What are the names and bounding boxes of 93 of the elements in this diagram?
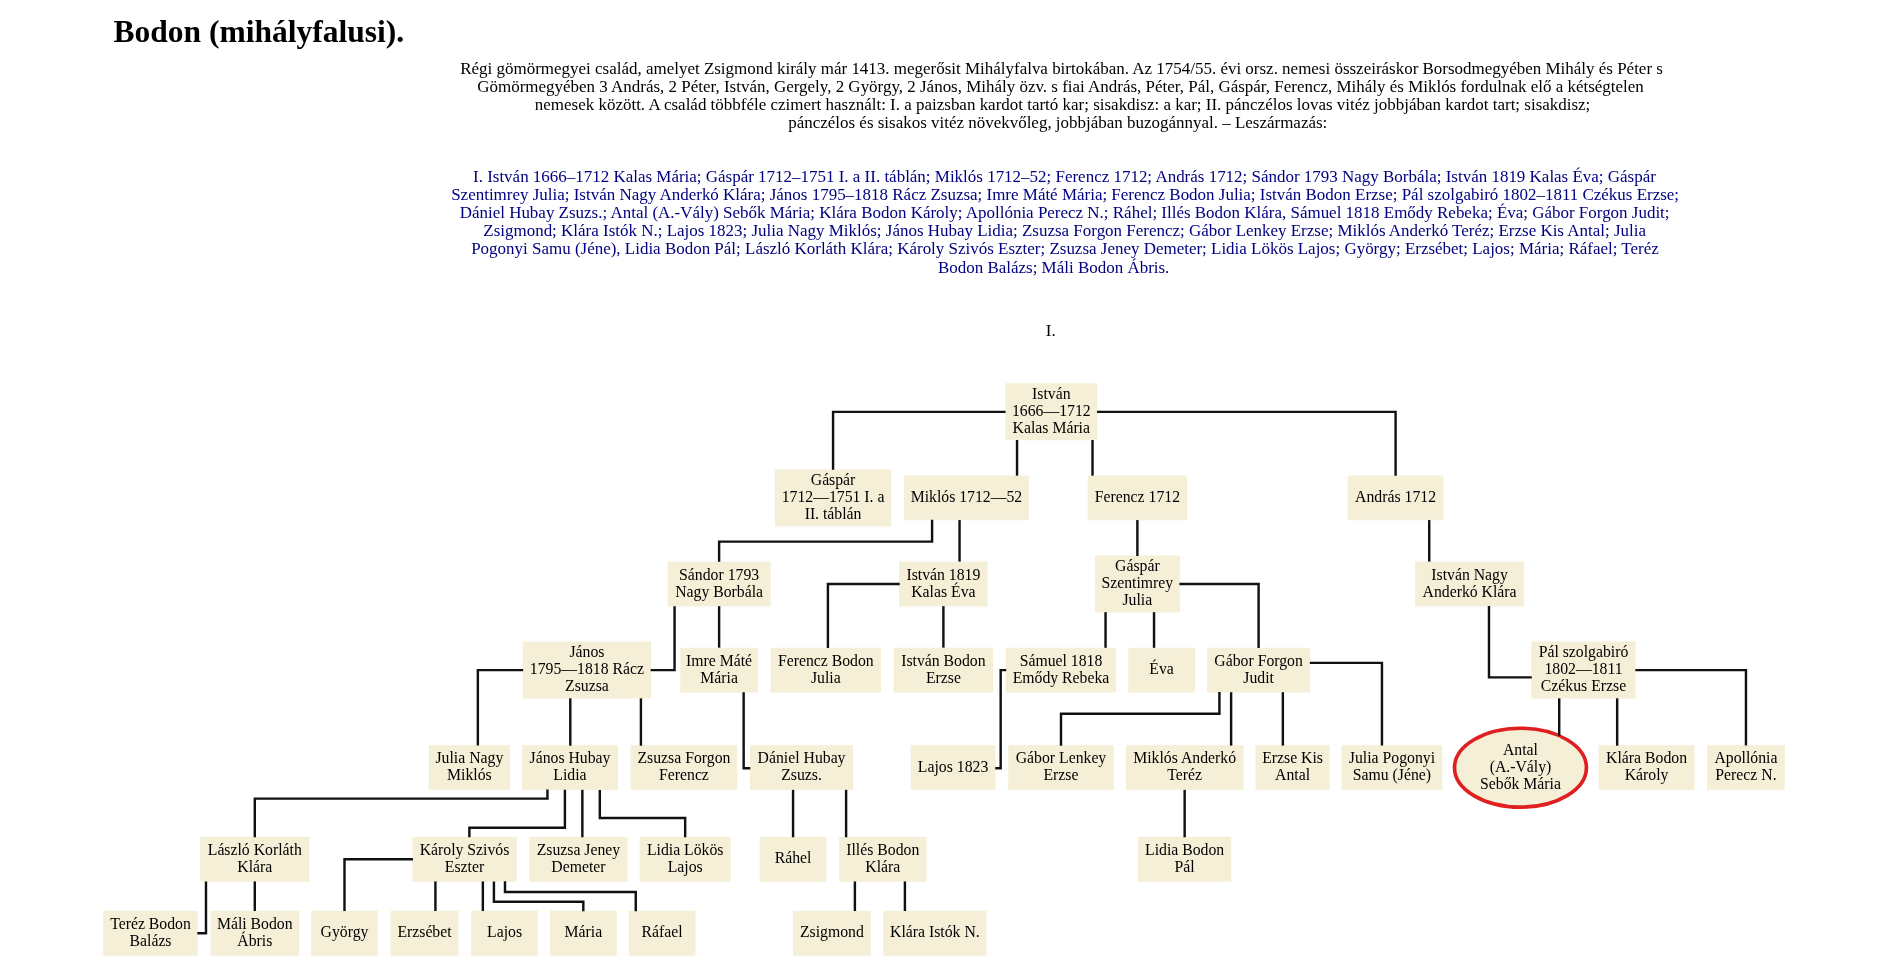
connector (994, 668, 1006, 770)
node-box: István Nagy Anderkó Klára (1414, 561, 1524, 607)
connector (253, 789, 549, 838)
connector (1557, 698, 1560, 736)
connector (826, 582, 900, 648)
node-box: István Bodon Erzse (893, 647, 993, 693)
node-box: Illés Bodon Klára (838, 836, 926, 882)
connector (941, 606, 945, 648)
connector (1015, 440, 1018, 476)
node-box: Klára Istók N. (882, 910, 986, 956)
connector (503, 881, 637, 912)
node-box: Ráfael (628, 910, 695, 956)
node-box: Mária (549, 910, 617, 956)
node-box: Éva (1127, 647, 1195, 693)
node-box: Gáspár 1712—1751 I. a II. táblán (774, 469, 891, 527)
connector (1634, 668, 1747, 746)
node-box: Erzse Kis Antal (1255, 745, 1330, 791)
connector (1487, 606, 1532, 679)
connector (1281, 692, 1284, 746)
node-box: István 1819 Kalas Éva (898, 561, 988, 607)
connector (1309, 661, 1383, 746)
node-box: Máli Bodon Ábris (210, 910, 299, 956)
node-box: Zsigmond (792, 910, 871, 956)
node-box: Lajos (470, 910, 538, 956)
node-box: György (310, 910, 378, 956)
node-box: Lidia Bodon Pál (1137, 836, 1231, 882)
connector (717, 519, 933, 562)
node-box: Ráhel (759, 836, 826, 882)
connector (1615, 698, 1618, 746)
node-box: András 1712 (1347, 475, 1443, 521)
connector (957, 520, 961, 562)
node-box: Zsuzsa Jeney Demeter (528, 836, 628, 882)
connector (650, 606, 676, 672)
connector (1229, 692, 1232, 746)
node-ellipse: Antal (A.-Vály) Sebők Mária (1452, 726, 1588, 809)
node-box: Gábor Forgon Judit (1206, 647, 1310, 693)
node-box: Imre Máté Mária (679, 647, 758, 693)
connector (467, 789, 566, 838)
connector (1178, 582, 1260, 648)
label: Régi gömörmegyei család, amelyet Zsigmond király már 1413. megerősit Mihályfalva birtokában. Az 1754/55. évi orsz. nemesi összeiráskor Borsodmegyében Mihály és Péter s Gömörmegyében 3 András, 2 Péter, István, Gergely, 2 György, 2 János, Mihály özv. s fiai András, Péter, Pál, Gáspár, Ferencz, Mihály és Miklós fordulnak elő a kétségtelen nemesek között. A család többféle czimert használt: I. a paizsban kardot tartó kar; sisakdisz: a kar; II. pánczélos lovas vitéz jobbjában kardot tart; sisakdisz; pánczélos és sisakos vitéz növekvőleg, jobbjában buzogánnyal. – Leszármazás: (459, 58, 1663, 133)
connector (481, 881, 484, 912)
connector (433, 881, 437, 912)
connector (903, 881, 906, 912)
connector (580, 789, 584, 838)
connector (568, 698, 571, 746)
node-box: Teréz Bodon Balázs (102, 910, 198, 956)
node-box: Lidia Lökös Lajos (639, 836, 731, 882)
node-box: Dániel Hubay Zsuzs. (749, 745, 853, 791)
connector (253, 881, 256, 912)
node-box: Károly Szivós Eszter (411, 836, 517, 882)
connector (342, 858, 413, 911)
connector (1135, 520, 1139, 557)
connector (492, 881, 585, 912)
connector (1152, 612, 1155, 648)
connector (853, 881, 856, 912)
connector (598, 789, 686, 838)
connector (844, 789, 847, 838)
node-box: Sámuel 1818 Emődy Rebeka (1005, 647, 1116, 693)
node-box: Gáspár Szentimrey Julia (1094, 555, 1180, 613)
node-box: László Korláth Klára (199, 836, 309, 882)
node-box: Gábor Lenkey Erzse (1007, 745, 1114, 791)
connector (1182, 789, 1186, 838)
connector (741, 692, 750, 770)
node-box: Klára Bodon Károly (1598, 745, 1694, 791)
connector (1096, 410, 1397, 476)
node-box: Ferencz 1712 (1087, 475, 1187, 521)
label: I. István 1666–1712 Kalas Mária; Gáspár 1712–1751 I. a II. táblán; Miklós 1712–52; Ferencz 1712; András 1712; Sándor 1793 Nagy Borbála; István 1819 Kalas Éva; Gáspár Szentimrey Julia; István Nagy Anderkó Klára; János 1795–1818 Rácz Zsuzsa; Imre Máté Mária; Ferencz Bodon Julia; István Bodon Erzse; Pál szolgabiró 1802–1811 Czékus Erzse; Dániel Hubay Zsuzs.; Antal (A.-Vály) Sebők Mária; Klára Bodon Károly; Apollónia Perecz N.; Ráhel; Illés Bodon Klára, Sámuel 1818 Emődy Rebeka; Éva; Gábor Forgon Judit; Zsigmond; Klára Istók N.; Lajos 1823; Julia Nagy Miklós; János Hubay Lidia; Zsuzsa Forgon Ferencz; Gábor Lenkey Erzse; Miklós Anderkó Teréz; Erzse Kis Antal; Julia Pogonyi Samu (Jéne), Lidia Bodon Pál; László Korláth Klára; Károly Szivós Eszter; Zsuzsa Jeney Demeter; Lidia Lökös Lajos; György; Erzsébet; Lajos; Mária; Ráfael; Teréz Bodon Balázs; Máli Bodon Ábris. (450, 166, 1679, 277)
diagram-title: Bodon (mihályfalusi). (113, 13, 404, 49)
connector (1090, 440, 1094, 476)
node-box: János 1795—1818 Rácz Zsuzsa (522, 641, 651, 699)
node-box: Julia Pogonyi Samu (Jéne) (1341, 745, 1442, 791)
node-box: Lajos 1823 (910, 745, 996, 791)
node-box: Erzsébet (390, 910, 458, 956)
node-box: Apollónia Perecz N. (1706, 745, 1785, 791)
connector (1427, 520, 1430, 562)
connector (717, 606, 720, 648)
node-box: Miklós 1712—52 (903, 475, 1029, 521)
connector (196, 881, 207, 935)
node-box: Pál szolgabiró 1802—1811 Czékus Erzse (1530, 641, 1636, 699)
node-box: János Hubay Lidia (521, 745, 618, 791)
node-box: Miklós Anderkó Teréz (1125, 745, 1243, 791)
connector (1103, 612, 1107, 648)
connector (831, 410, 1006, 470)
connector (476, 668, 523, 746)
node-box: Julia Nagy Miklós (428, 745, 510, 791)
node-box: István 1666—1712 Kalas Mária (1004, 383, 1097, 441)
node-box: Ferencz Bodon Julia (770, 647, 881, 693)
connector (1059, 691, 1221, 746)
node-box: Sándor 1793 Nagy Borbála (667, 561, 771, 607)
connector (791, 789, 794, 838)
node-box: Zsuzsa Forgon Ferencz (630, 745, 737, 791)
connector (639, 698, 642, 746)
label: I. (1045, 321, 1056, 341)
